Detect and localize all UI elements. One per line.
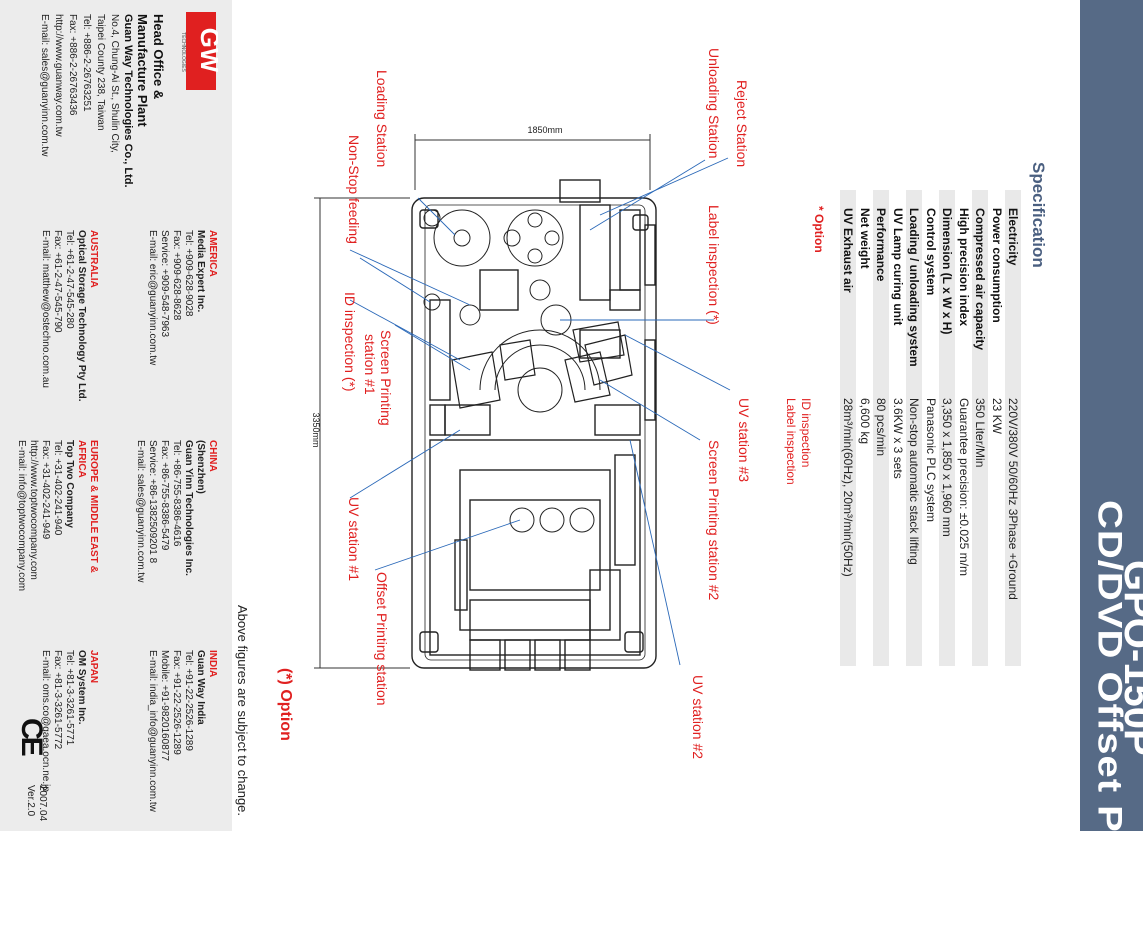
label-uv-station-1: UV station #1 <box>346 497 362 582</box>
svg-text:TECHNOLOGIES: TECHNOLOGIES <box>180 32 186 72</box>
hq-web[interactable]: http://www.guanway.com.tw <box>53 14 64 137</box>
label-uv-station-3: UV station #3 <box>736 398 752 483</box>
svg-text:GW: GW <box>195 28 218 73</box>
office-region-sub: AFRICA <box>76 440 87 478</box>
office-company: Top Two Company <box>64 440 75 528</box>
office-region: AUSTRALIA <box>88 230 99 288</box>
office-contact-line: Tel: +81-3-3261-5771 <box>64 650 75 746</box>
office-contact-line: Tel: +909-628-9028 <box>183 230 194 317</box>
spec-row-stripe <box>873 190 889 666</box>
office-company: OM System Inc. <box>76 650 87 725</box>
office-company: Guan Yinn Technologies Inc. <box>183 440 194 576</box>
office-contact-line: Tel: +61-2-47-545-280 <box>64 230 75 329</box>
label-uv-station-2: UV station #2 <box>690 675 706 760</box>
label-unloading-station: Unloading Station <box>706 48 722 159</box>
hq-title-1: Head Office & <box>151 14 166 100</box>
office-contact-line: Fax: +61-2-47-545-790 <box>52 230 63 333</box>
office-region: EUROPE & MIDDLE EAST & <box>88 440 99 573</box>
office-contact-line: Fax: +86-755-8386-5479 <box>159 440 170 551</box>
office-company: Guan Way India <box>195 650 206 725</box>
dim-length: 3350mm <box>311 412 321 447</box>
hq-company-name: Guan Way Technologies Co., Ltd. <box>122 14 134 188</box>
machine-layout-diagram: 1850mm 3350mm <box>311 125 731 671</box>
spec-row-stripe <box>840 190 856 666</box>
spec-row-stripe <box>1005 190 1021 666</box>
office-contact-line: Fax: +909-628-8628 <box>171 230 182 321</box>
office-contact-line[interactable]: E-mail: india_info@guanyinn.com.tw <box>147 650 158 812</box>
label-reject-station: Reject Station <box>734 80 750 168</box>
doc-version: Ver.2.0 <box>25 785 36 817</box>
office-contact-line[interactable]: E-mail: matthew@ostechno.com.au <box>40 230 51 388</box>
hq-email[interactable]: E-mail: sales@guanyinn.com.tw <box>39 14 50 157</box>
label-id-inspection: ID inspection (*) <box>342 292 358 392</box>
office-contact-line: Fax: +91-22-2526-1289 <box>171 650 182 755</box>
office-company: Optical Storage Technology Pty Ltd. <box>76 230 87 402</box>
office-contact-line[interactable]: E-mail: sales@guanyinn.com.tw <box>135 440 146 583</box>
office-region: CHINA <box>207 440 218 472</box>
hq-title-2: Manufacture Plant <box>135 14 150 127</box>
hq-tel: Tel: +886-2-26763251 <box>81 14 92 112</box>
office-contact-line[interactable]: http://www.toptwocompany.com <box>28 440 39 580</box>
office-region: JAPAN <box>88 650 99 684</box>
ce-mark: CE <box>15 718 48 754</box>
label-loading-station: Loading Station <box>374 70 390 168</box>
gw-logo: GW TECHNOLOGIES <box>180 12 218 90</box>
office-contact-line: Fax: +31-402-241-949 <box>40 440 51 540</box>
doc-date: 2007.04 <box>37 785 48 822</box>
hq-addr1: No.4, Chung-Ai St., Shulin City, <box>109 14 120 153</box>
office-contact-line: Fax: +81-3-3261-5772 <box>52 650 63 750</box>
hq-fax: Fax: +886-2-26763436 <box>67 14 78 116</box>
title-banner <box>1080 0 1143 831</box>
spec-row-stripe <box>906 190 922 666</box>
label-label-inspection: Label inspection (*) <box>706 205 722 325</box>
label-screen-printing-1b: station #1 <box>362 334 378 395</box>
spec-row-stripe <box>939 190 955 666</box>
office-contact-line: Tel: +86-755-8386-4616 <box>171 440 182 547</box>
label-screen-printing-1a: Screen Printing <box>378 330 394 426</box>
label-screen-printing-2: Screen Printing station #2 <box>706 440 722 601</box>
disclaimer-note: Above figures are subject to change. <box>235 605 250 817</box>
office-contact-line[interactable]: E-mail: info@toptwocompany.com <box>16 440 27 592</box>
office-region: INDIA <box>207 650 218 678</box>
office-contact-line: Mobile: +91-9820160877 <box>159 650 170 761</box>
dim-width: 1850mm <box>527 125 562 135</box>
office-contact-line[interactable]: E-mail: eric@guanyinn.com.tw <box>147 230 158 366</box>
office-company: Media Expert Inc. <box>195 230 206 313</box>
hq-addr2: Taipei County 238, Taiwan <box>95 14 106 131</box>
office-contact-line: Tel: +91-22-2526-1289 <box>183 650 194 751</box>
office-region: AMERICA <box>207 230 218 277</box>
label-offset-printing: Offset Printing station <box>374 572 390 706</box>
office-contact-line: Service: +909-548-7963 <box>159 230 170 338</box>
label-nonstop-feeding: Non-Stop feeding <box>346 135 362 244</box>
contact-sidebar <box>0 0 232 831</box>
office-region-sub: (Shenzhen) <box>195 440 206 494</box>
option-note: (*) Option <box>277 668 294 741</box>
office-contact-line: Tel: +31-402-241-940 <box>52 440 63 536</box>
spec-row-stripe <box>972 190 988 666</box>
office-contact-line: Service: +86-1382509201 8 <box>147 440 158 564</box>
